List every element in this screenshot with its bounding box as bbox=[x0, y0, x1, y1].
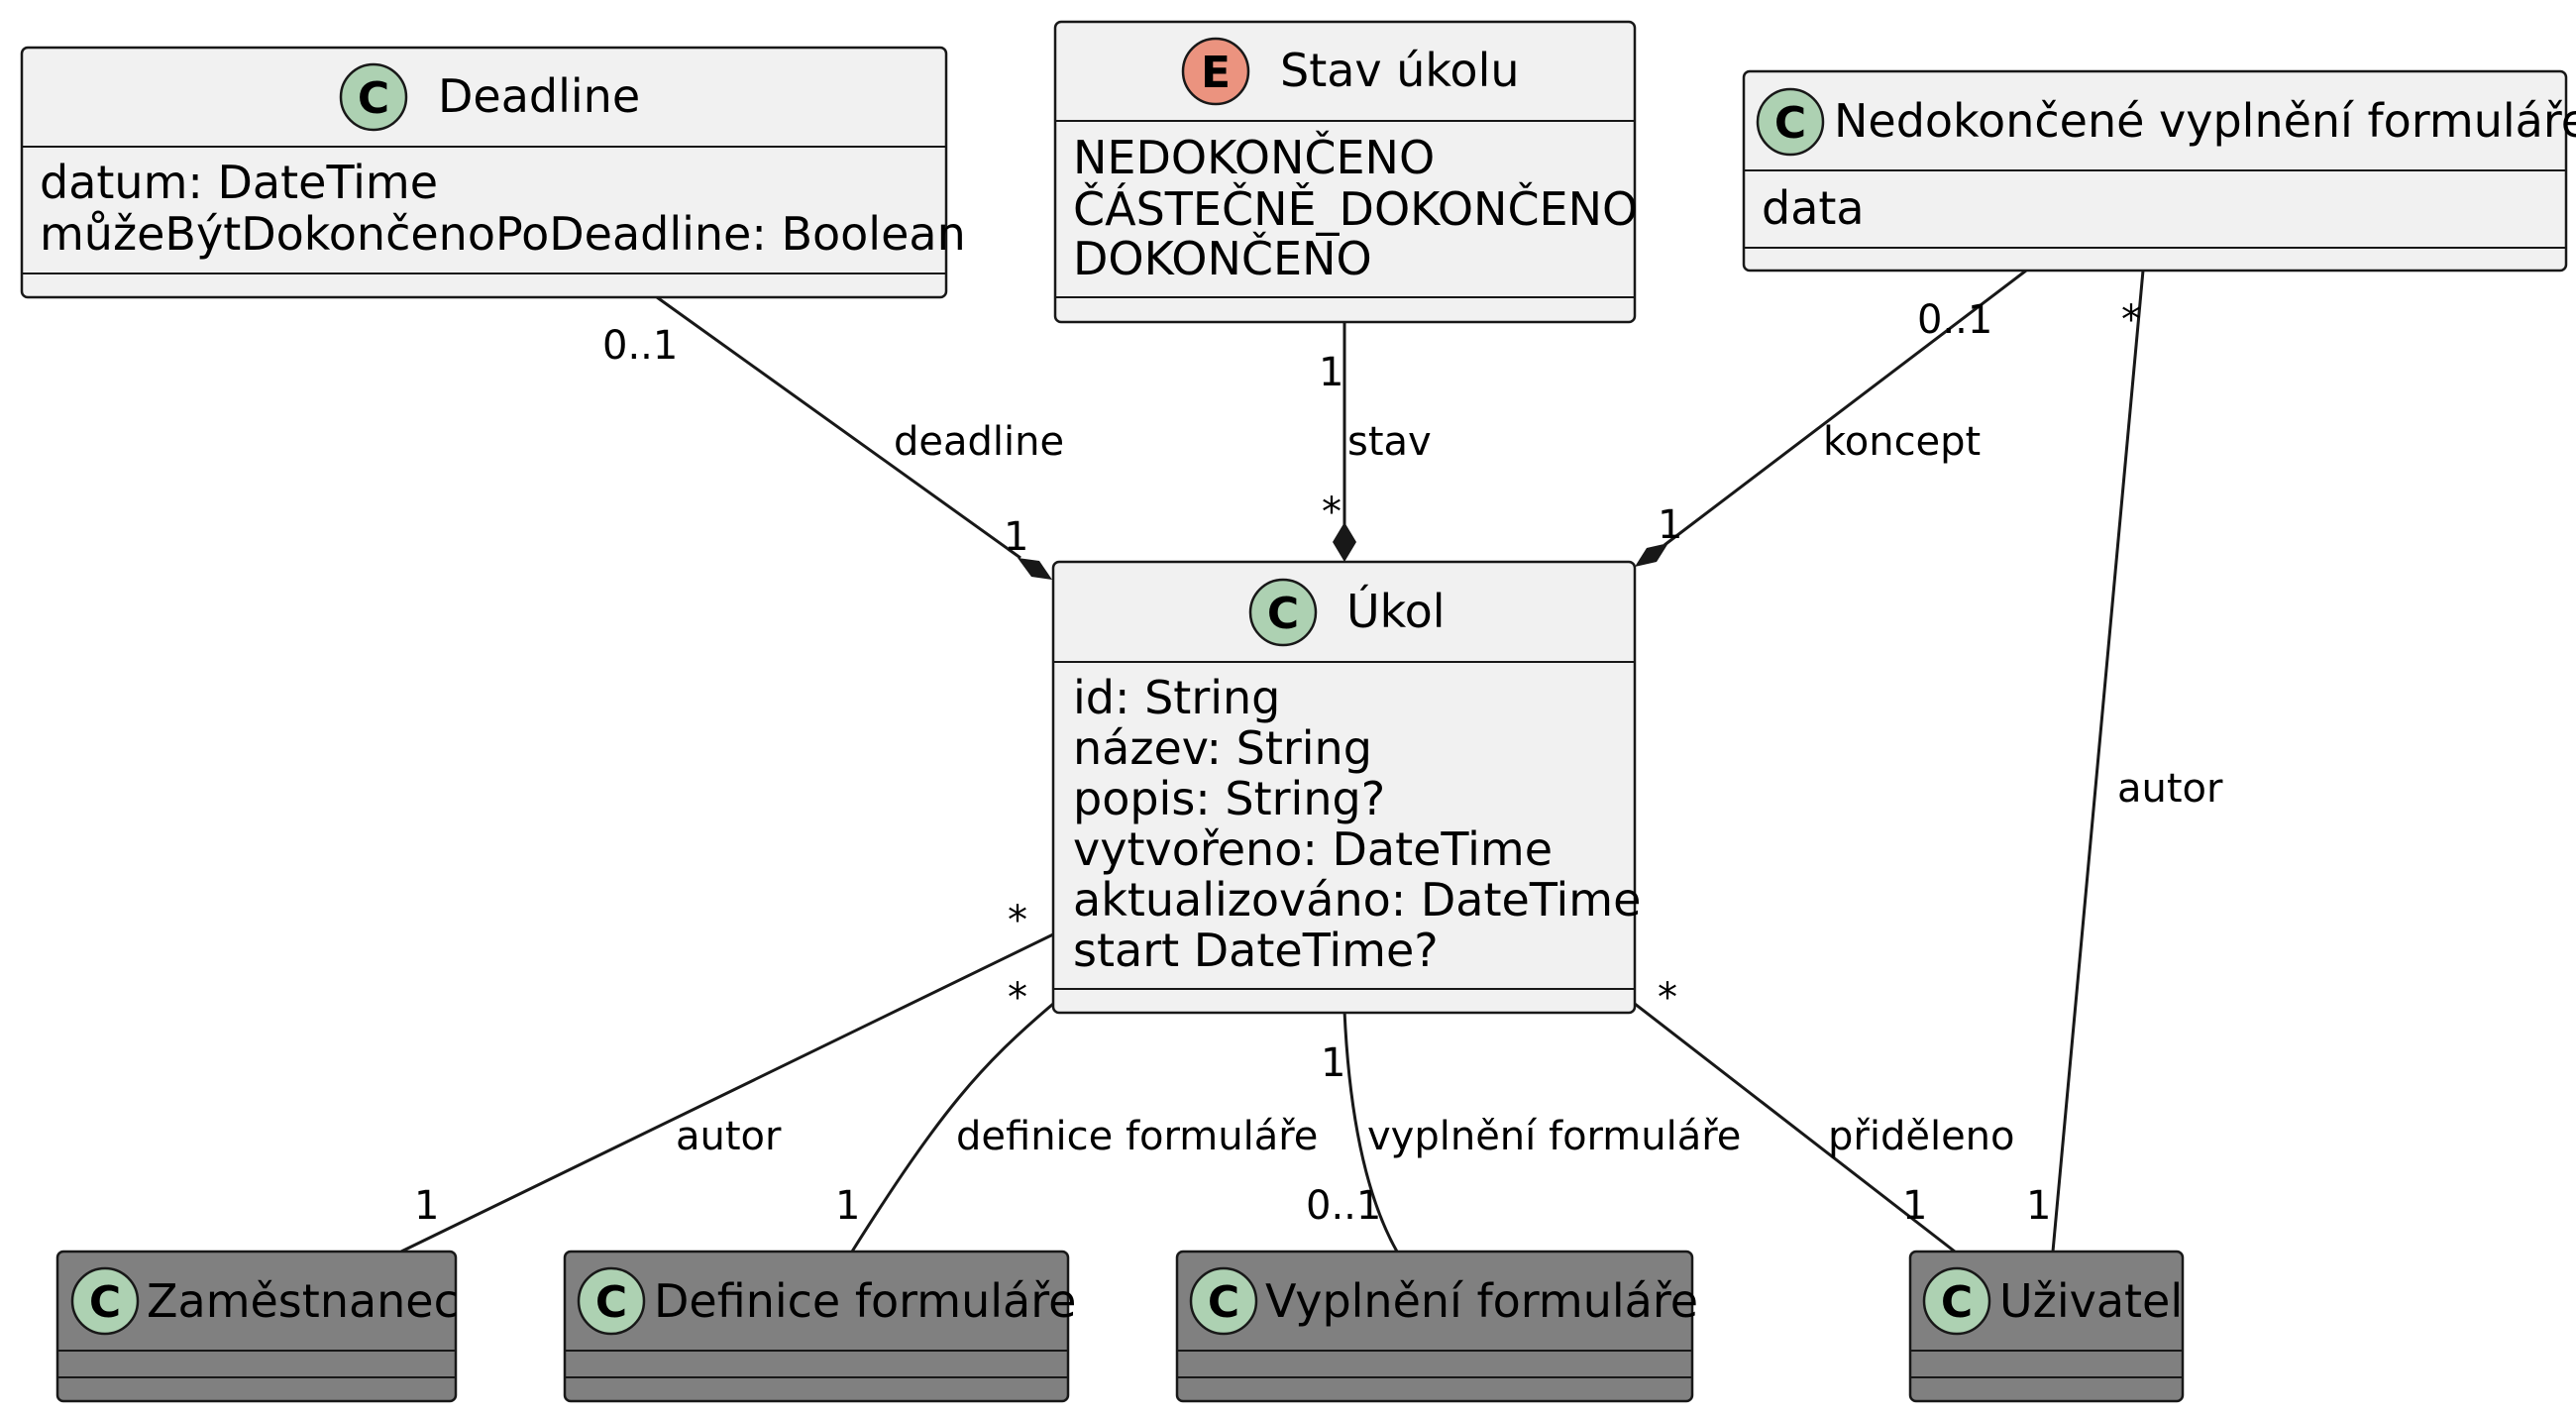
relation-label: koncept bbox=[1823, 419, 1981, 465]
relation-vyplneni: vyplnění formuláře 1 0..1 bbox=[1306, 1010, 1741, 1253]
class-name: Deadline bbox=[438, 69, 640, 123]
multiplicity: 1 bbox=[1902, 1183, 1927, 1229]
relation-label: autor bbox=[2117, 766, 2223, 812]
multiplicity: 0..1 bbox=[1306, 1183, 1381, 1229]
class-ukol[interactable]: C Úkol id: String název: String popis: S… bbox=[1051, 560, 1641, 1015]
class-attribute: id: String bbox=[1073, 671, 1280, 724]
relation-autor-zamestnanec: autor * 1 bbox=[400, 898, 1054, 1254]
multiplicity: 1 bbox=[1319, 350, 1343, 395]
relation-label: definice formuláře bbox=[956, 1114, 1318, 1159]
class-name: Úkol bbox=[1346, 585, 1446, 638]
relation-autor-nedokoncene: autor * 1 bbox=[2026, 270, 2223, 1253]
class-stereotype-icon bbox=[339, 62, 408, 132]
class-stereotype-icon bbox=[1248, 578, 1318, 647]
enum-value: ČÁSTEČNĚ_DOKONČENO bbox=[1073, 181, 1638, 236]
composition-diamond bbox=[1018, 558, 1052, 580]
class-stereotype-icon bbox=[1756, 87, 1825, 157]
enum-value: NEDOKONČENO bbox=[1073, 130, 1435, 184]
class-deadline[interactable]: C Deadline datum: DateTime můžeBýtDokonč… bbox=[20, 46, 966, 299]
class-attribute: název: String bbox=[1073, 721, 1372, 775]
svg-text:E: E bbox=[1201, 48, 1231, 98]
class-attribute: popis: String? bbox=[1073, 772, 1385, 825]
svg-text:C: C bbox=[89, 1277, 121, 1328]
relation-definice: definice formuláře * 1 bbox=[835, 975, 1318, 1253]
enum-stereotype-icon bbox=[1181, 37, 1250, 106]
class-name: Stav úkolu bbox=[1280, 44, 1520, 97]
multiplicity: * bbox=[1658, 975, 1677, 1021]
relation-koncept: koncept 0..1 1 bbox=[1635, 269, 2027, 567]
relation-deadline: deadline 0..1 1 bbox=[602, 295, 1064, 580]
multiplicity: 1 bbox=[1321, 1040, 1345, 1086]
class-attribute: vytvořeno: DateTime bbox=[1073, 822, 1553, 876]
multiplicity: 1 bbox=[2026, 1183, 2051, 1229]
class-attribute: aktualizováno: DateTime bbox=[1073, 873, 1641, 926]
multiplicity: 1 bbox=[835, 1183, 860, 1229]
relation-stav: stav 1 * bbox=[1319, 322, 1432, 562]
multiplicity: * bbox=[2121, 297, 2141, 343]
class-attribute: můžeBýtDokončenoPoDeadline: Boolean bbox=[40, 207, 966, 261]
composition-diamond bbox=[1333, 522, 1356, 562]
class-nedokoncene-vyplneni[interactable]: C Nedokončené vyplnění formuláře data bbox=[1742, 69, 2576, 272]
class-name: Uživatel bbox=[1999, 1274, 2183, 1328]
multiplicity: 0..1 bbox=[602, 323, 678, 369]
relation-label: vyplnění formuláře bbox=[1367, 1114, 1741, 1159]
class-stereotype-icon bbox=[70, 1266, 140, 1336]
class-name: Nedokončené vyplnění formuláře bbox=[1834, 94, 2576, 148]
relation-label: stav bbox=[1347, 419, 1432, 465]
class-vyplneni-formulare[interactable]: C Vyplnění formuláře bbox=[1175, 1250, 1698, 1403]
relation-label: autor bbox=[676, 1114, 782, 1159]
enum-value: DOKONČENO bbox=[1073, 231, 1372, 285]
class-attribute: datum: DateTime bbox=[40, 156, 438, 209]
multiplicity: * bbox=[1322, 490, 1342, 535]
class-attribute: start DateTime? bbox=[1073, 924, 1439, 977]
multiplicity: 0..1 bbox=[1917, 297, 1992, 343]
class-stereotype-icon bbox=[577, 1266, 646, 1336]
svg-text:C: C bbox=[1208, 1277, 1239, 1328]
class-zamestnanec[interactable]: C Zaměstnanec bbox=[55, 1250, 459, 1403]
multiplicity: * bbox=[1008, 898, 1027, 943]
multiplicity: 1 bbox=[414, 1183, 439, 1229]
class-definice-formulare[interactable]: C Definice formuláře bbox=[563, 1250, 1076, 1403]
class-name: Zaměstnanec bbox=[147, 1274, 459, 1328]
svg-text:C: C bbox=[1941, 1277, 1973, 1328]
class-attribute: data bbox=[1762, 181, 1865, 235]
class-name: Definice formuláře bbox=[654, 1274, 1076, 1328]
relation-label: deadline bbox=[894, 419, 1064, 465]
class-stav-ukolu[interactable]: E Stav úkolu NEDOKONČENO ČÁSTEČNĚ_DOKONČ… bbox=[1053, 20, 1638, 324]
class-name: Vyplnění formuláře bbox=[1265, 1274, 1698, 1328]
multiplicity: * bbox=[1008, 975, 1027, 1021]
multiplicity: 1 bbox=[1004, 514, 1028, 560]
relation-label: přiděleno bbox=[1828, 1114, 2015, 1159]
class-stereotype-icon bbox=[1922, 1266, 1991, 1336]
composition-diamond bbox=[1635, 543, 1668, 567]
multiplicity: 1 bbox=[1658, 502, 1682, 548]
relation-prideleno: přiděleno * 1 bbox=[1634, 975, 2015, 1254]
svg-text:C: C bbox=[595, 1277, 627, 1328]
svg-text:C: C bbox=[1774, 98, 1806, 149]
svg-text:C: C bbox=[358, 73, 389, 124]
class-stereotype-icon bbox=[1189, 1266, 1258, 1336]
svg-text:C: C bbox=[1267, 589, 1299, 639]
class-uzivatel[interactable]: C Uživatel bbox=[1908, 1250, 2185, 1403]
